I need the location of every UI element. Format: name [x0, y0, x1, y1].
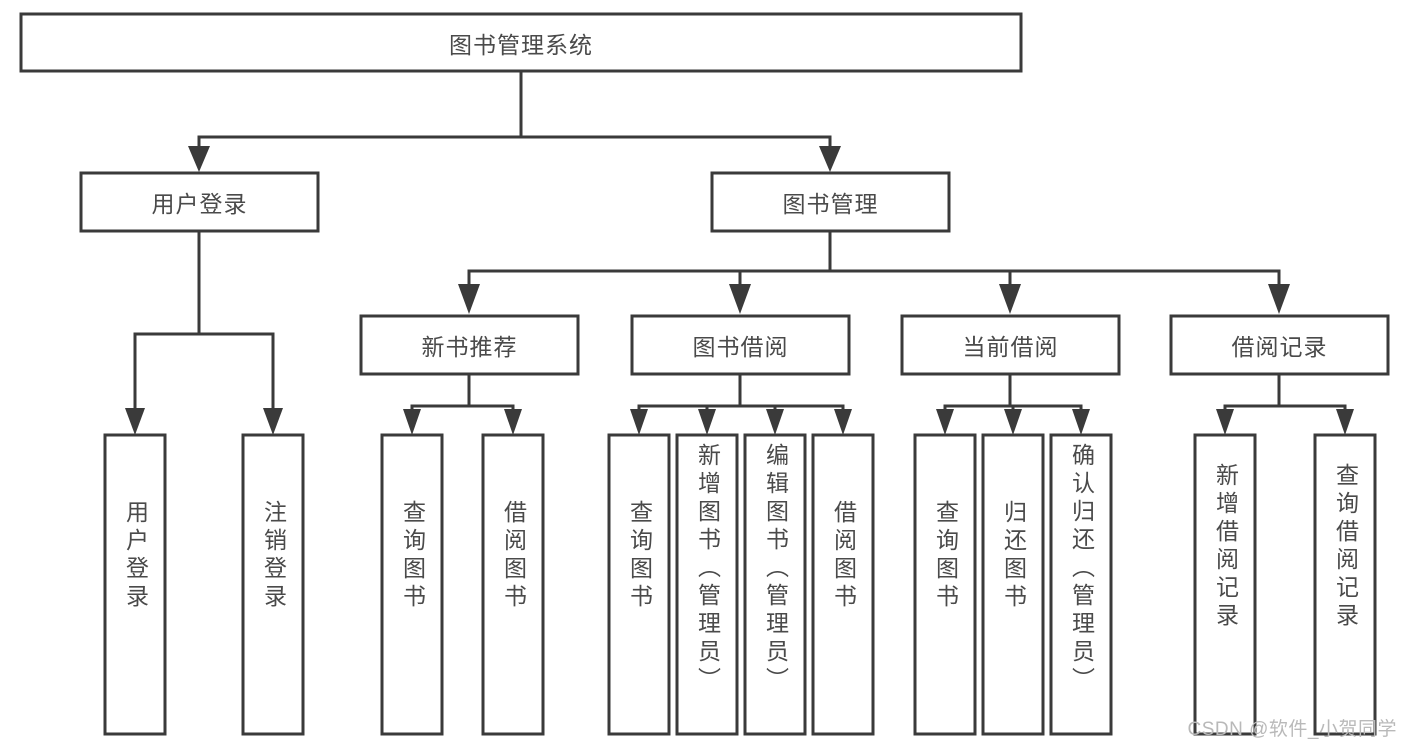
node-leaf-current-3-box[interactable] [1049, 433, 1113, 736]
node-leaf-current-2-box[interactable] [981, 433, 1045, 736]
node-leaf-record-1-box[interactable] [1193, 433, 1257, 736]
node-leaf-borrow-2-box[interactable] [675, 433, 739, 736]
node-borrow-record-box[interactable] [1169, 314, 1390, 376]
node-book-borrow-box[interactable] [630, 314, 851, 376]
node-leaf-current-1-box[interactable] [913, 433, 977, 736]
node-leaf-borrow-4-box[interactable] [811, 433, 875, 736]
node-book-manage-box[interactable] [710, 171, 951, 233]
arrow-head-user-login-leaf-1 [125, 408, 145, 435]
node-root-box[interactable] [19, 12, 1023, 73]
node-leaf-recommend-1-box[interactable] [380, 433, 444, 736]
arrow-head-level1-left [188, 146, 210, 172]
arrow-head-borrow-leaf-4 [834, 409, 852, 435]
arrow-head-recommend-leaf-2 [504, 409, 522, 435]
node-user-login-box[interactable] [79, 171, 320, 233]
arrow-head-recommend-leaf-1 [403, 409, 421, 435]
arrow-head-current-leaf-3 [1072, 409, 1090, 435]
node-leaf-recommend-2-box[interactable] [481, 433, 545, 736]
node-leaf-user-login-2-box[interactable] [241, 433, 305, 736]
node-leaf-borrow-3-box[interactable] [743, 433, 807, 736]
arrow-head-record-leaf-1 [1216, 409, 1234, 435]
node-current-borrow-box[interactable] [900, 314, 1121, 376]
arrow-head-level2-1 [458, 284, 480, 314]
node-leaf-record-2-box[interactable] [1313, 433, 1377, 736]
arrow-head-level2-3 [999, 284, 1021, 314]
arrow-head-borrow-leaf-2 [698, 409, 716, 435]
arrow-head-borrow-leaf-1 [630, 409, 648, 435]
node-leaf-user-login-1-box[interactable] [103, 433, 167, 736]
arrow-head-level2-2 [729, 284, 751, 314]
arrow-head-record-leaf-2 [1336, 409, 1354, 435]
arrow-head-current-leaf-2 [1004, 409, 1022, 435]
arrow-head-borrow-leaf-3 [766, 409, 784, 435]
arrow-head-user-login-leaf-2 [263, 408, 283, 435]
arrow-head-current-leaf-1 [936, 409, 954, 435]
arrow-head-level1-right [819, 146, 841, 172]
node-leaf-borrow-1-box[interactable] [607, 433, 671, 736]
node-new-book-recommend-box[interactable] [359, 314, 580, 376]
arrow-head-level2-4 [1268, 284, 1290, 314]
